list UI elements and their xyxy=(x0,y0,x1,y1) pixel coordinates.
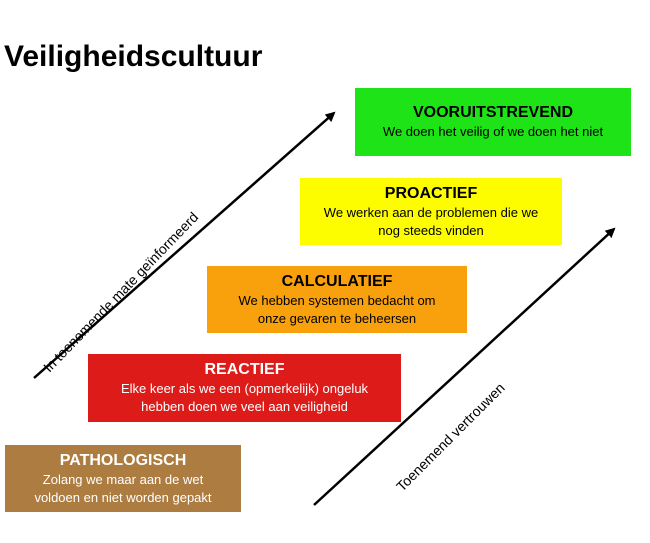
level-calculative: CALCULATIEF We hebben systemen bedacht o… xyxy=(207,266,467,333)
level-proactive: PROACTIEF We werken aan de problemen die… xyxy=(300,178,562,245)
level-description-line2: onze gevaren te beheersen xyxy=(257,310,417,326)
level-description-line2: hebben doen we veel aan veiligheid xyxy=(141,399,348,414)
informed-arrow xyxy=(33,111,336,379)
level-name: CALCULATIEF xyxy=(281,272,393,290)
level-pathological: PATHOLOGISCH Zolang we maar aan de wet v… xyxy=(5,445,241,512)
level-description-line1: We werken aan de problemen die we xyxy=(323,204,539,220)
trust-arrow xyxy=(313,227,616,506)
level-name: REACTIEF xyxy=(204,361,285,378)
level-description-line2: voldoen en niet worden gepakt xyxy=(34,489,212,505)
level-description-line1: Elke keer als we een (opmerkelijk) ongel… xyxy=(120,381,369,396)
level-description-line1: Zolang we maar aan de wet xyxy=(42,471,204,487)
diagram-title: Veiligheidscultuur xyxy=(4,40,263,73)
level-description-line1: We doen het veilig of we doen het niet xyxy=(382,124,604,139)
level-description-line1: We hebben systemen bedacht om xyxy=(238,292,436,308)
level-name: VOORUITSTREVEND xyxy=(412,104,573,121)
level-reactive: REACTIEF Elke keer als we een (opmerkeli… xyxy=(88,354,401,422)
level-name: PATHOLOGISCH xyxy=(59,451,187,469)
level-description-line2: nog steeds vinden xyxy=(378,222,484,238)
level-name: PROACTIEF xyxy=(384,184,478,202)
level-generative: VOORUITSTREVEND We doen het veilig of we… xyxy=(355,88,631,156)
